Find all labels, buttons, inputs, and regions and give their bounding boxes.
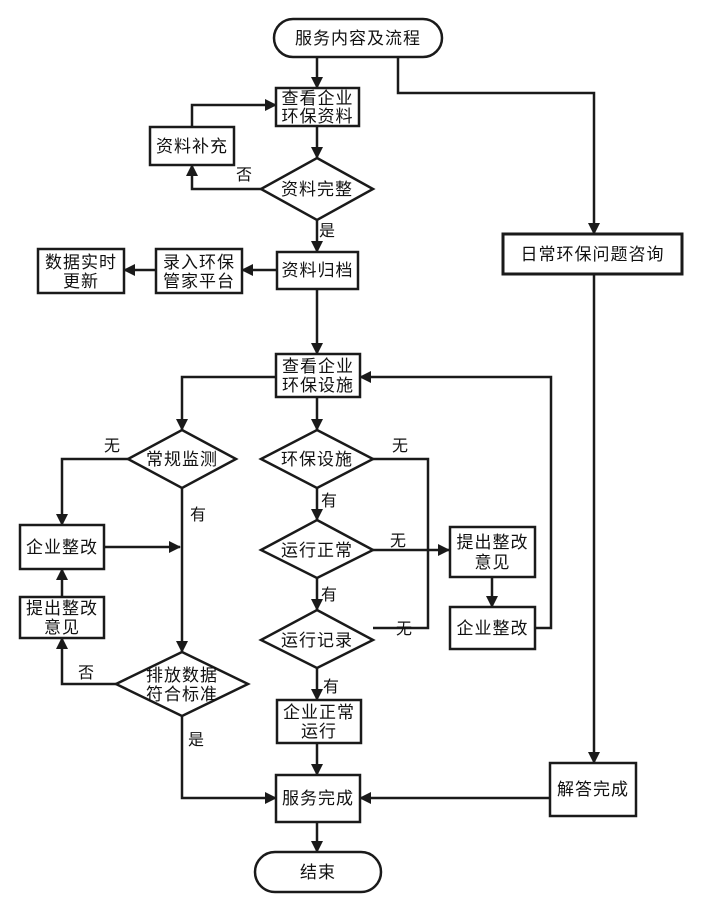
edge-start-to-consult <box>396 57 600 235</box>
normal-operation-node: 企业正常 运行 <box>275 698 363 745</box>
edge-emission-to-propose-left <box>56 637 118 686</box>
service-done-node: 服务完成 <box>274 773 362 824</box>
facility-label: 环保设施 <box>281 450 353 470</box>
view-info-node: 查看企业 环保资料 <box>274 86 361 128</box>
rectify-right-node: 企业整改 <box>448 605 537 651</box>
normal-operation-line-2: 运行 <box>301 722 337 742</box>
running-normal-label: 运行正常 <box>281 541 353 561</box>
label-no-emission: 否 <box>78 663 94 682</box>
info-complete-decision: 资料完整 <box>258 156 376 222</box>
running-record-decision: 运行记录 <box>258 608 376 670</box>
realtime-update-line-1: 数据实时 <box>45 253 117 273</box>
view-facility-line-2: 环保设施 <box>282 376 354 396</box>
edge-monitor-to-rectify-left <box>56 457 128 526</box>
propose-right-line-2: 意见 <box>475 553 511 573</box>
edge-view-facility-to-monitor <box>176 375 276 431</box>
view-facility-node: 查看企业 环保设施 <box>274 352 362 399</box>
label-none-record: 无 <box>396 619 412 638</box>
end-node: 结束 <box>253 850 383 894</box>
routine-monitor-label: 常规监测 <box>146 450 218 470</box>
daily-consult-node: 日常环保问题咨询 <box>501 232 684 276</box>
label-yes-archive: 是 <box>319 221 335 240</box>
archive-label: 资料归档 <box>282 261 354 281</box>
view-info-line-1: 查看企业 <box>282 89 354 109</box>
label-yes-emission: 是 <box>188 730 204 749</box>
edge-emission-to-service-done <box>180 716 277 804</box>
daily-consult-label: 日常环保问题咨询 <box>521 245 665 265</box>
end-label: 结束 <box>300 863 336 883</box>
edge-labels: 否 是 无 有 无 有 无 有 无 有 否 是 <box>78 165 412 749</box>
view-info-line-2: 环保资料 <box>282 107 354 127</box>
facility-decision: 环保设施 <box>258 428 376 490</box>
label-none-monitor: 无 <box>104 436 120 455</box>
emission-ok-decision: 排放数据 符合标准 <box>113 650 251 718</box>
emission-ok-line-2: 符合标准 <box>146 685 218 705</box>
start-node: 服务内容及流程 <box>272 17 444 59</box>
label-none-running: 无 <box>390 531 406 550</box>
propose-right-node: 提出整改 意见 <box>448 525 537 579</box>
label-has-running: 有 <box>321 585 337 604</box>
answer-done-node: 解答完成 <box>548 761 638 818</box>
edge-rectify-right-to-view-facility <box>359 371 553 630</box>
routine-monitor-decision: 常规监测 <box>125 428 239 490</box>
propose-left-line-1: 提出整改 <box>26 599 98 619</box>
view-facility-line-1: 查看企业 <box>282 357 354 377</box>
enter-platform-line-1: 录入环保 <box>163 253 235 273</box>
label-has-record: 有 <box>323 677 339 696</box>
label-no-supplement: 否 <box>236 165 252 184</box>
propose-left-line-2: 意见 <box>44 618 80 638</box>
edge-complete-to-supplement <box>186 164 262 191</box>
supplement-label: 资料补充 <box>156 137 228 157</box>
answer-done-label: 解答完成 <box>557 780 629 800</box>
start-label: 服务内容及流程 <box>295 29 421 49</box>
supplement-node: 资料补充 <box>148 125 236 167</box>
info-complete-label: 资料完整 <box>281 180 353 200</box>
rectify-left-label: 企业整改 <box>26 538 98 558</box>
propose-right-line-1: 提出整改 <box>457 533 529 553</box>
normal-operation-line-1: 企业正常 <box>283 703 355 723</box>
label-has-facility: 有 <box>321 491 337 510</box>
emission-ok-line-1: 排放数据 <box>146 666 218 686</box>
realtime-update-line-2: 更新 <box>63 272 99 292</box>
rectify-left-node: 企业整改 <box>18 523 106 571</box>
edge-supplement-to-view-info <box>190 99 277 127</box>
edge-facility-none-to-right <box>373 457 430 630</box>
running-normal-decision: 运行正常 <box>258 518 376 580</box>
realtime-update-node: 数据实时 更新 <box>36 247 126 295</box>
archive-node: 资料归档 <box>275 250 360 291</box>
label-has-monitor: 有 <box>190 505 206 524</box>
edges <box>56 57 600 853</box>
enter-platform-node: 录入环保 管家平台 <box>154 247 244 295</box>
propose-left-node: 提出整改 意见 <box>18 595 106 640</box>
rectify-right-label: 企业整改 <box>457 619 529 639</box>
service-done-label: 服务完成 <box>282 789 354 809</box>
label-none-facility: 无 <box>392 436 408 455</box>
running-record-label: 运行记录 <box>281 631 353 651</box>
enter-platform-line-2: 管家平台 <box>163 272 235 292</box>
